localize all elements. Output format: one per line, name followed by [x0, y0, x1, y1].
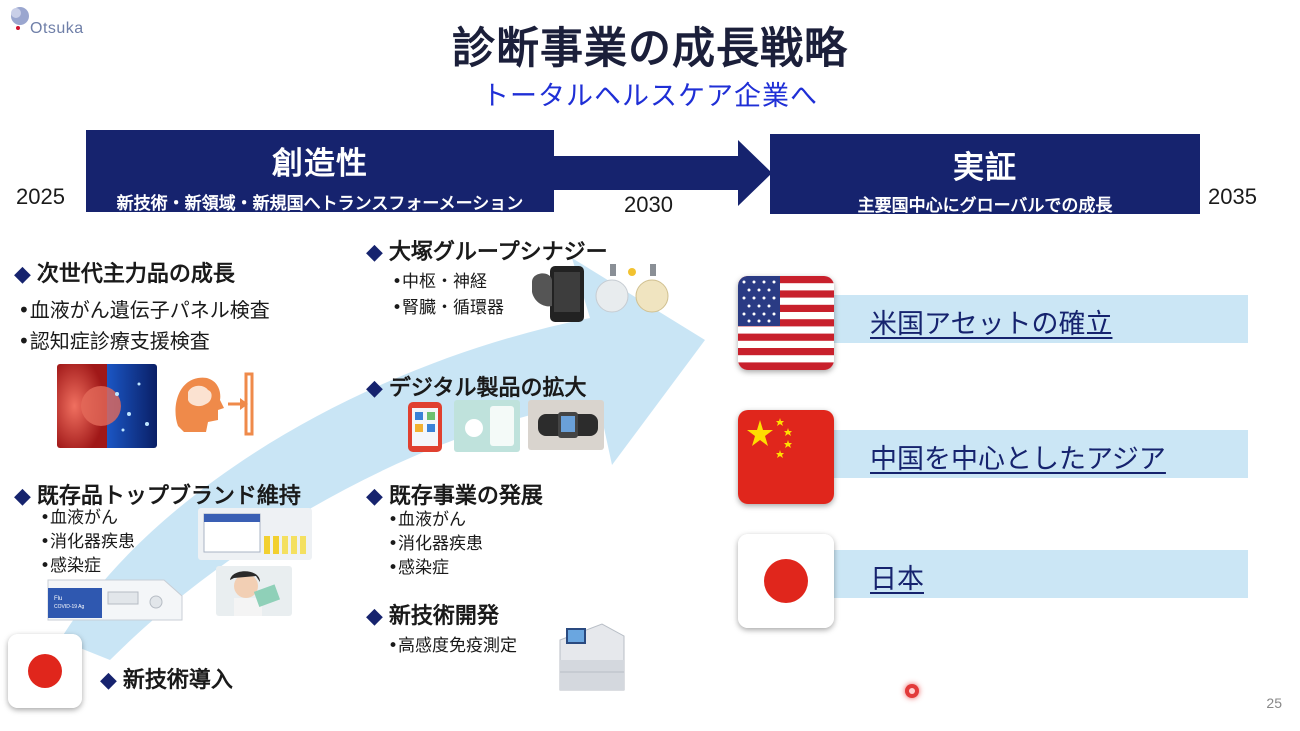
- existing-biz-item: •消化器疾患: [388, 534, 484, 554]
- handheld-device-image: [532, 266, 584, 322]
- diamond-icon: ◆: [14, 262, 31, 287]
- synergy-heading: ◆大塚グループシナジー: [366, 240, 608, 265]
- next-gen-heading: ◆次世代主力品の成長: [14, 262, 235, 287]
- next-gen-item: •認知症診療支援検査: [18, 329, 210, 353]
- japan-flag-card: [738, 534, 834, 628]
- immunoassay-analyzer-image: [559, 623, 625, 691]
- japan-flag-icon: [738, 534, 834, 628]
- next-gen-item: •血液がん遺伝子パネル検査: [18, 298, 270, 322]
- swab-test-image: [216, 566, 292, 616]
- cancer-cell-image: [57, 364, 157, 448]
- smartphone-app-image: [408, 402, 442, 452]
- creativity-bar: 創造性 新技術・新領域・新規国へトランスフォーメーション: [86, 130, 554, 214]
- china-flag-icon: [738, 410, 834, 504]
- china-flag-card: [738, 410, 834, 504]
- validation-sub: 主要国中心にグローバルでの成長: [857, 196, 1113, 216]
- existing-brand-item: •消化器疾患: [40, 532, 136, 552]
- synergy-item: •中枢・神経: [392, 272, 488, 292]
- validation-bar: 実証 主要国中心にグローバルでの成長: [770, 134, 1200, 216]
- existing-brand-heading: ◆既存品トップブランド維持: [14, 484, 301, 509]
- region-band-asia: [832, 430, 1248, 478]
- us-flag-card: [738, 276, 834, 370]
- creativity-sub: 新技術・新領域・新規国へトランスフォーメーション: [116, 194, 524, 214]
- existing-biz-item: •感染症: [388, 558, 450, 578]
- japan-flag-icon: [8, 634, 82, 708]
- region-label-us: 米国アセットの確立: [870, 309, 1113, 340]
- existing-brand-item: •血液がん: [40, 508, 119, 528]
- svg-text:Flu: Flu: [54, 596, 62, 602]
- brain-head-icon: [175, 372, 254, 436]
- existing-biz-heading: ◆既存事業の発展: [366, 484, 543, 509]
- year-2025: 2025: [16, 184, 65, 209]
- new-tech-intro-heading: ◆新技術導入: [100, 668, 233, 693]
- rapid-test-cassette-image: Flu COVID-19 Ag: [47, 579, 183, 621]
- us-flag-icon: [738, 276, 834, 370]
- new-tech-dev-heading: ◆新技術開発: [366, 604, 499, 629]
- japan-flag-card-small: [8, 634, 82, 708]
- region-label-japan: 日本: [870, 564, 924, 595]
- year-2035: 2035: [1208, 184, 1257, 209]
- wearable-watch-image: [528, 400, 604, 450]
- lab-array-image: [595, 264, 669, 313]
- existing-biz-item: •血液がん: [388, 510, 467, 530]
- region-label-asia: 中国を中心としたアジア: [870, 444, 1166, 475]
- laser-pointer-dot: [905, 684, 919, 698]
- creativity-heading: 創造性: [272, 146, 368, 182]
- otsuka-logo-text: Otsuka: [30, 20, 84, 37]
- page-subtitle: トータルヘルスケア企業へ: [482, 81, 818, 112]
- diamond-icon: ◆: [366, 240, 383, 265]
- page-title: 診断事業の成長戦略: [452, 24, 848, 74]
- timeline-arrow-icon: [552, 140, 772, 206]
- new-tech-dev-item: •高感度免疫測定: [388, 636, 518, 656]
- diamond-icon: ◆: [14, 484, 31, 509]
- digital-heading: ◆デジタル製品の拡大: [366, 376, 587, 401]
- existing-brand-item: •感染症: [40, 556, 102, 576]
- region-band-us: [832, 295, 1248, 343]
- diamond-icon: ◆: [366, 484, 383, 509]
- region-band-japan: [832, 550, 1248, 598]
- validation-heading: 実証: [953, 150, 1017, 186]
- diamond-icon: ◆: [366, 604, 383, 629]
- diamond-icon: ◆: [100, 668, 117, 693]
- test-kit-image: [198, 508, 312, 560]
- year-2030: 2030: [624, 192, 673, 217]
- page-number: 25: [1266, 695, 1282, 711]
- earbud-app-image: [454, 400, 520, 452]
- otsuka-logo-icon: [11, 7, 29, 30]
- svg-text:COVID-19 Ag: COVID-19 Ag: [54, 604, 85, 610]
- synergy-item: •腎臓・循環器: [392, 298, 505, 318]
- diamond-icon: ◆: [366, 376, 383, 401]
